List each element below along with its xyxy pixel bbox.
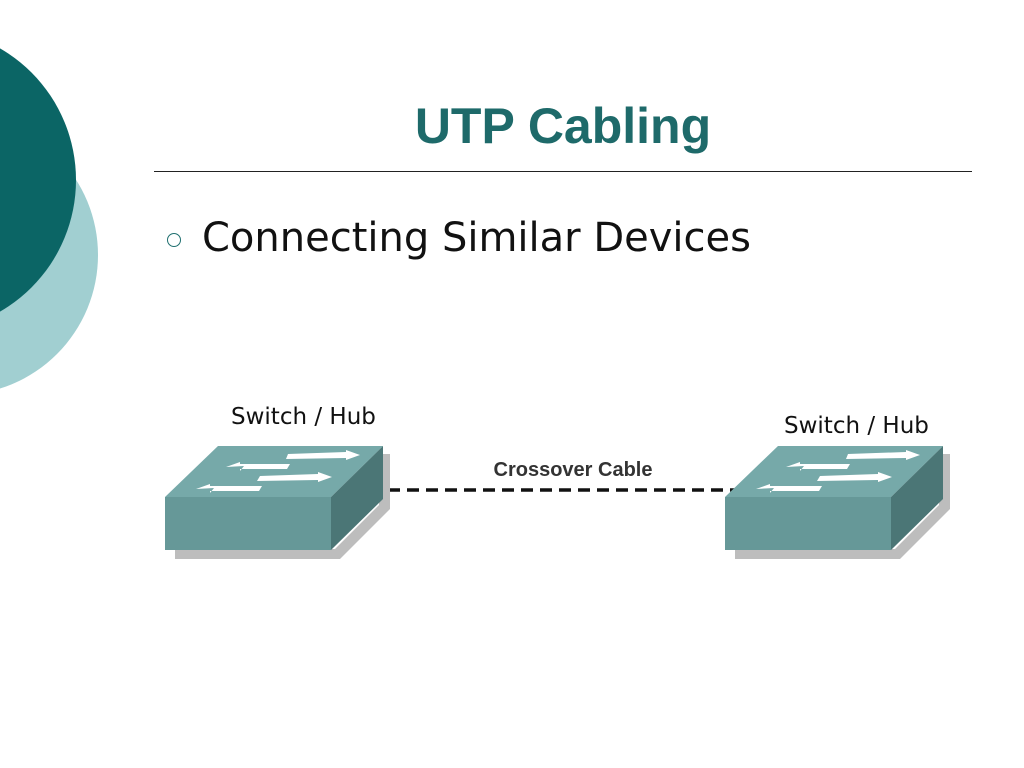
dark-teal-circle xyxy=(0,48,76,312)
title-divider xyxy=(154,171,972,172)
switch-top-face xyxy=(725,446,943,497)
crossover-cable-label: Crossover Cable xyxy=(494,459,653,481)
switch-arrows-icon xyxy=(196,450,360,493)
left-device-label: Switch / Hub xyxy=(231,404,376,430)
switch-side-face xyxy=(891,446,943,550)
switch-front-face xyxy=(725,497,891,550)
decorative-circles xyxy=(0,48,98,389)
slide-title: UTP Cabling xyxy=(414,98,712,154)
bullet-text: Connecting Similar Devices xyxy=(202,215,751,261)
right-device-label: Switch / Hub xyxy=(784,413,929,439)
switch-arrows-icon xyxy=(756,450,920,493)
switch-top-face xyxy=(165,446,383,497)
switch-front-face xyxy=(165,497,331,550)
hollow-circle-bullet-icon xyxy=(167,233,181,247)
switch-side-face xyxy=(331,446,383,550)
left-switch-hub-icon xyxy=(165,446,390,559)
right-switch-hub-icon xyxy=(725,446,950,559)
